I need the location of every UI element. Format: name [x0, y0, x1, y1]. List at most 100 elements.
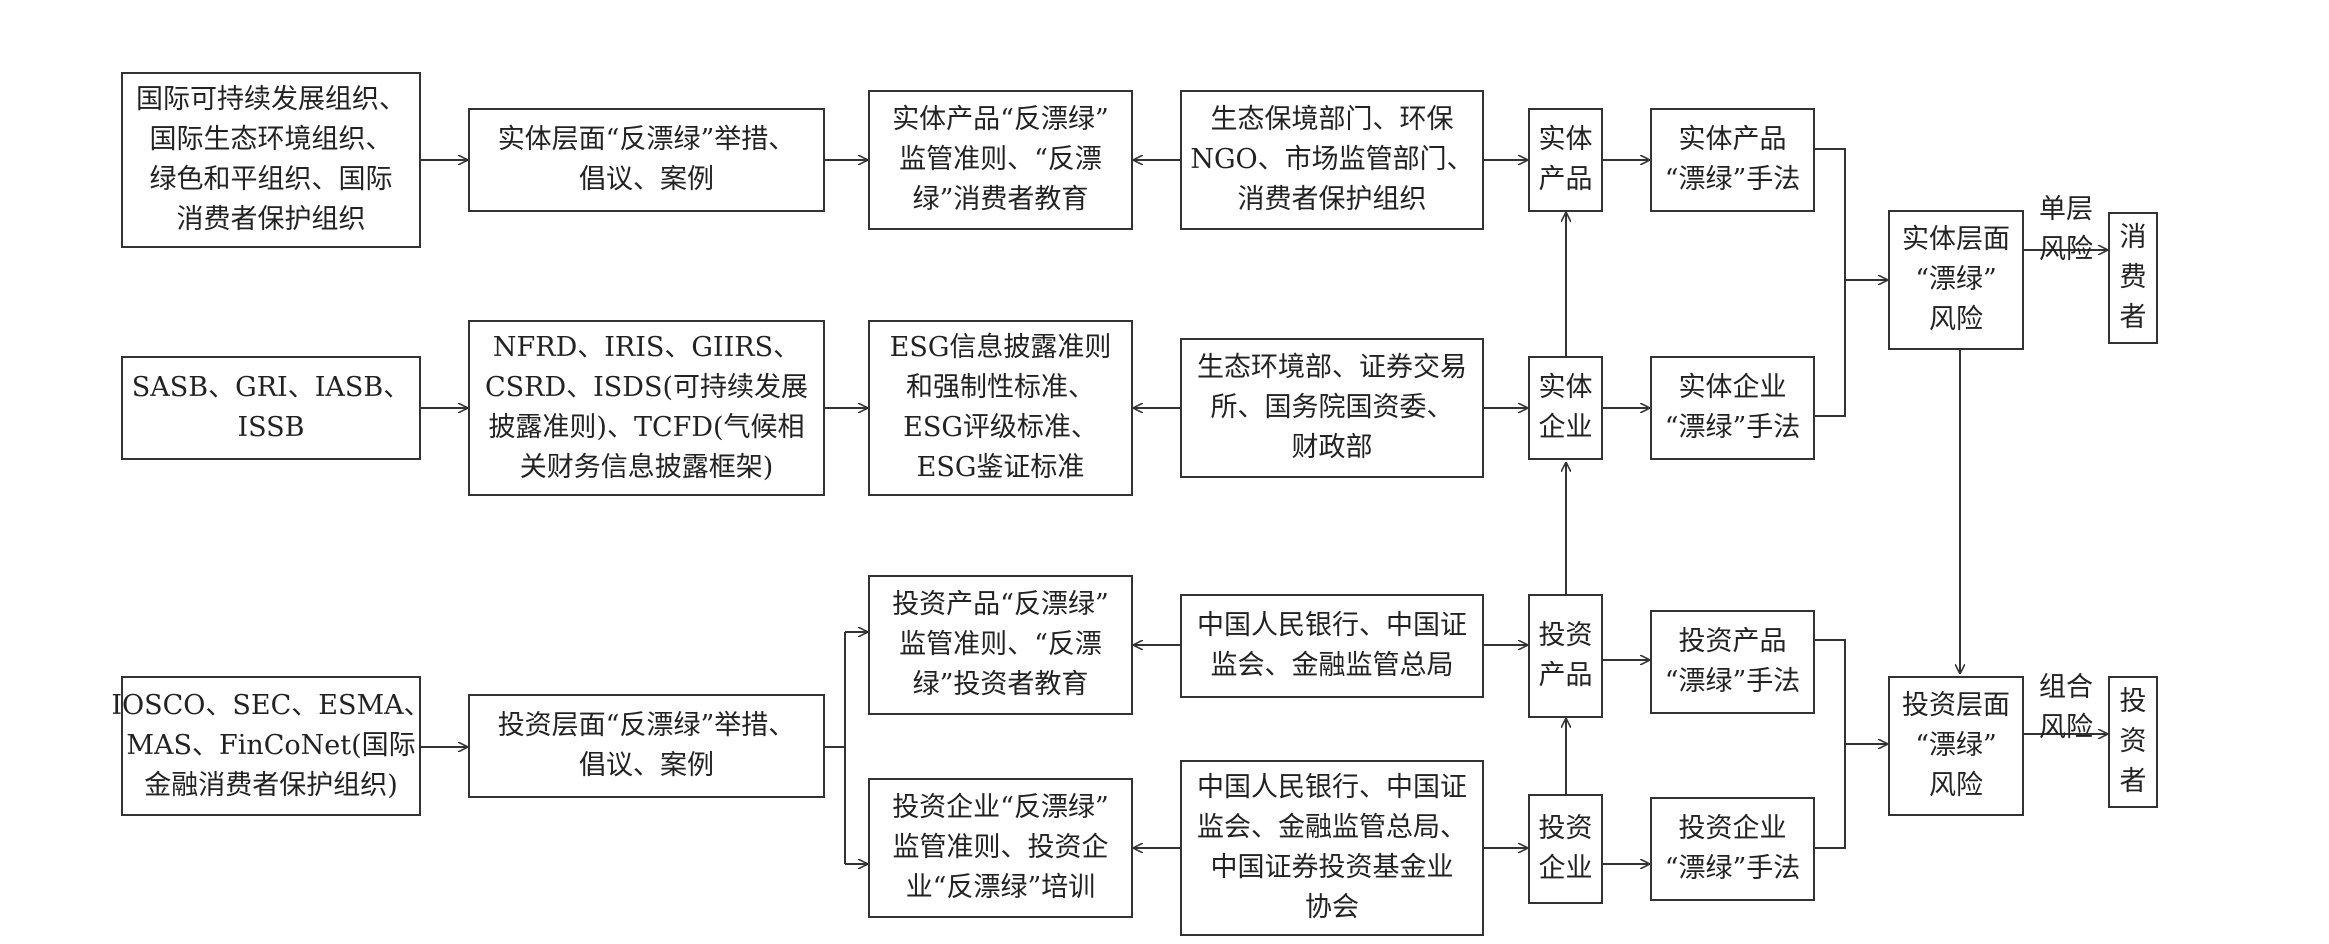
text-line: “漂绿”手法 — [1664, 412, 1801, 443]
node-entity-product: 实体产品 — [1528, 108, 1603, 212]
branch-invest-measures — [825, 632, 846, 748]
node-invest-product: 投资产品 — [1528, 594, 1603, 718]
node-invest-enterprise-rules: 投资企业“反漂绿” 监管准则、投资企业“反漂绿”培训 — [868, 778, 1133, 918]
text-line: 投资 — [1538, 813, 1593, 844]
text-line: 国际可持续发展组织、 — [136, 84, 406, 115]
text-line: SASB、GRI、IASB、 — [131, 372, 411, 403]
text-line: 实体企业 — [1678, 372, 1787, 403]
text-line: 协会 — [1305, 892, 1359, 923]
node-consumer: 消费者 — [2108, 212, 2158, 344]
text-line: ESG鉴证标准 — [916, 452, 1085, 483]
text-line: 消 — [2119, 222, 2147, 253]
node-entity-product-rules: 实体产品“反漂绿” 监管准则、“反漂绿”消费者教育 — [868, 90, 1133, 230]
text-line: 绿”投资者教育 — [912, 669, 1089, 700]
text-line: 者 — [2119, 766, 2147, 797]
text-line: 倡议、案例 — [578, 164, 714, 195]
text-line: 投资企业 — [1678, 813, 1787, 844]
text-line: 实体产品“反漂绿” — [892, 104, 1109, 135]
text-line: “漂绿”手法 — [1664, 666, 1801, 697]
text-line: 监会、金融监管总局、 — [1197, 812, 1467, 843]
text-line: 产品 — [1538, 660, 1593, 691]
text-line: 投资层面“反漂绿”举措、 — [497, 710, 796, 741]
node-entity-enterprise-means: 实体企业 “漂绿”手法 — [1650, 356, 1815, 460]
text-line: 倡议、案例 — [578, 750, 714, 781]
text-line: NFRD、IRIS、GIIRS、 — [492, 332, 801, 363]
text-line: 金融消费者保护组织) — [144, 770, 398, 801]
text-line: 生态环境部、证券交易 — [1197, 352, 1467, 383]
text-line: IOSCO、SEC、ESMA、 — [111, 690, 431, 721]
text-line: 业“反漂绿”培训 — [905, 872, 1096, 903]
text-line: 实体 — [1538, 124, 1593, 155]
node-entity-risk: 实体层面 “漂绿” 风险 — [1888, 210, 2024, 350]
node-invest-measures: 投资层面“反漂绿”举措、倡议、案例 — [468, 694, 825, 798]
text-line: 中国证券投资基金业 — [1210, 852, 1454, 883]
node-investor: 投资者 — [2108, 676, 2158, 808]
text-line: 资 — [2119, 726, 2147, 757]
label-combined-risk: 组合风险 — [2030, 668, 2102, 748]
text-line: 实体 — [1538, 372, 1593, 403]
node-intl-orgs-1: 国际可持续发展组织、国际生态环境组织、绿色和平组织、国际消费者保护组织 — [121, 72, 421, 248]
text-line: 生态保境部门、环保 — [1210, 104, 1454, 135]
node-eco-env-dept: 生态保境部门、环保 NGO、市场监管部门、消费者保护组织 — [1180, 90, 1484, 230]
text-line: ISSB — [237, 412, 305, 443]
node-gov-depts: 生态环境部、证券交易所、国务院国资委、财政部 — [1180, 338, 1484, 478]
text-line: 消费者保护组织 — [1237, 184, 1427, 215]
text-line: 风险 — [2039, 712, 2093, 743]
text-line: 中国人民银行、中国证 — [1197, 772, 1467, 803]
text-line: “漂绿” — [1915, 264, 1997, 295]
text-line: 关财务信息披露框架) — [519, 452, 774, 483]
text-line: ESG评级标准、 — [903, 412, 1098, 443]
node-entity-product-means: 实体产品 “漂绿”手法 — [1650, 108, 1815, 212]
text-line: 投资产品“反漂绿” — [892, 589, 1109, 620]
node-regulators-1: 中国人民银行、中国证监会、金融监管总局 — [1180, 594, 1484, 698]
node-regulators-2: 中国人民银行、中国证监会、金融监管总局、中国证券投资基金业协会 — [1180, 760, 1484, 936]
text-line: 监管准则、投资企 — [892, 832, 1109, 863]
text-line: 单层 — [2039, 194, 2093, 225]
text-line: 实体产品 — [1678, 124, 1787, 155]
text-line: 披露准则)、TCFD(气候相 — [488, 412, 805, 443]
text-line: 产品 — [1538, 164, 1593, 195]
node-entity-measures: 实体层面“反漂绿”举措、倡议、案例 — [468, 108, 825, 212]
text-line: 监管准则、“反漂 — [899, 629, 1102, 660]
node-invest-product-means: 投资产品 “漂绿”手法 — [1650, 610, 1815, 714]
text-line: 监管准则、“反漂 — [899, 144, 1102, 175]
text-line: 投资产品 — [1678, 626, 1787, 657]
text-line: NGO、市场监管部门、 — [1190, 144, 1474, 175]
text-line: 绿”消费者教育 — [912, 184, 1089, 215]
text-line: 风险 — [1929, 770, 1983, 801]
text-line: 国际生态环境组织、 — [149, 124, 393, 155]
text-line: 企业 — [1538, 412, 1593, 443]
text-line: 者 — [2119, 302, 2147, 333]
node-invest-risk: 投资层面 “漂绿” 风险 — [1888, 676, 2024, 816]
text-line: 组合 — [2039, 672, 2093, 703]
text-line: 企业 — [1538, 853, 1593, 884]
text-line: 和强制性标准、 — [906, 372, 1095, 403]
text-line: 实体层面“反漂绿”举措、 — [497, 124, 796, 155]
text-line: MAS、FinCoNet(国际 — [126, 730, 416, 761]
text-line: “漂绿”手法 — [1664, 164, 1801, 195]
bracket-invest-means — [1815, 639, 1846, 849]
text-line: 所、国务院国资委、 — [1210, 392, 1454, 423]
label-single-risk: 单层风险 — [2030, 190, 2102, 270]
text-line: 投 — [2119, 686, 2147, 717]
text-line: 中国人民银行、中国证 — [1197, 610, 1467, 641]
bracket-entity-means — [1815, 148, 1846, 417]
text-line: 风险 — [1929, 304, 1983, 335]
text-line: 投资企业“反漂绿” — [892, 792, 1109, 823]
text-line: CSRD、ISDS(可持续发展 — [485, 372, 808, 403]
text-line: 费 — [2119, 262, 2147, 293]
node-entity-enterprise: 实体企业 — [1528, 356, 1603, 460]
text-line: 投资层面 — [1902, 690, 2010, 721]
text-line: 实体层面 — [1902, 224, 2010, 255]
text-line: “漂绿” — [1915, 730, 1997, 761]
node-standards-orgs: SASB、GRI、IASB、 ISSB — [121, 356, 421, 460]
node-esg-standards: ESG信息披露准则和强制性标准、ESG评级标准、ESG鉴证标准 — [868, 320, 1133, 496]
text-line: 风险 — [2039, 234, 2093, 265]
node-invest-enterprise: 投资企业 — [1528, 794, 1603, 904]
text-line: 投资 — [1538, 620, 1593, 651]
node-frameworks: NFRD、IRIS、GIIRS、 CSRD、ISDS(可持续发展披露准则)、TCF… — [468, 320, 825, 496]
text-line: 监会、金融监管总局 — [1210, 650, 1454, 681]
text-line: 财政部 — [1291, 432, 1373, 463]
node-invest-enterprise-means: 投资企业“漂绿”手法 — [1650, 797, 1815, 901]
